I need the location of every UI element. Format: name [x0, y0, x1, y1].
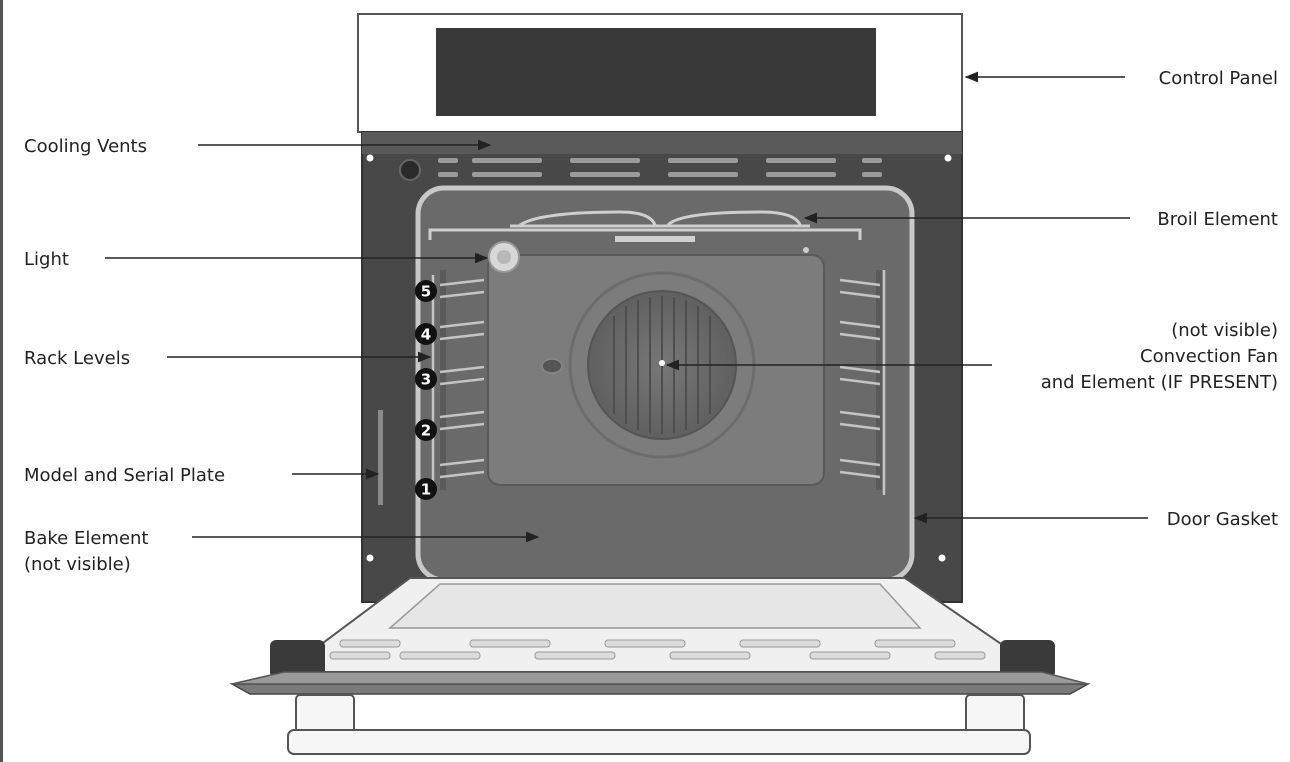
oven-light: [489, 242, 519, 272]
control-panel: [358, 14, 962, 132]
model-serial-plate: [378, 410, 383, 505]
label-fan-note: (not visible): [1171, 320, 1278, 341]
rack-number: 5: [421, 283, 431, 301]
label-light: Light: [24, 249, 69, 270]
label-fan-line1: Convection Fan: [1140, 346, 1278, 367]
rack-number: 1: [421, 481, 431, 499]
control-display: [436, 28, 876, 116]
page-border: [0, 0, 3, 762]
label-door-gasket: Door Gasket: [1167, 509, 1278, 530]
rack-number: 4: [421, 326, 431, 344]
label-model-plate: Model and Serial Plate: [24, 465, 225, 486]
rack-number: 3: [421, 371, 431, 389]
label-control-panel: Control Panel: [1159, 68, 1278, 89]
label-bake-line1: Bake Element: [24, 528, 148, 549]
label-broil-element: Broil Element: [1157, 209, 1278, 230]
rack-number: 2: [421, 422, 431, 440]
label-cooling-vents: Cooling Vents: [24, 136, 147, 157]
label-rack-levels: Rack Levels: [24, 348, 130, 369]
label-bake-line2: (not visible): [24, 554, 131, 575]
label-fan-line2: and Element (IF PRESENT): [1041, 372, 1278, 393]
door-handle: [288, 695, 1030, 754]
